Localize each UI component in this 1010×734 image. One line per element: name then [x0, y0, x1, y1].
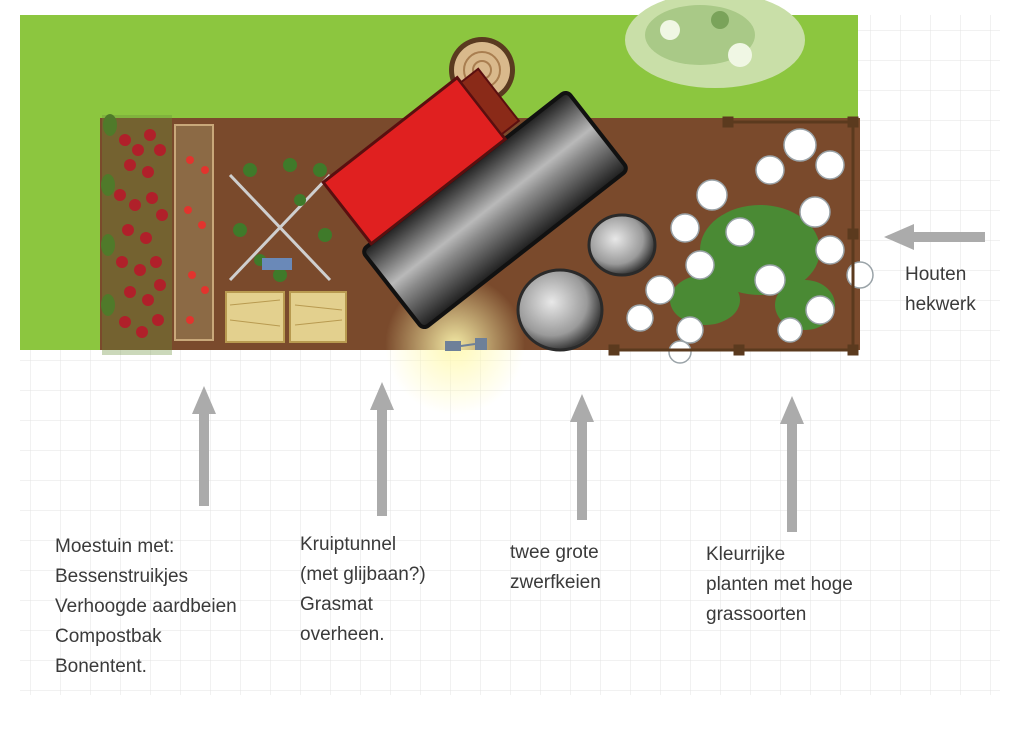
- arrow-up-icon: [192, 386, 216, 506]
- strawberry-boxes: [174, 124, 214, 341]
- label-moestuin: Moestuin met: Bessenstruikjes Verhoogde …: [55, 536, 237, 677]
- arrow-up-icon: [570, 394, 594, 520]
- grass-lawn: [20, 15, 858, 350]
- arrow-up-icon: [780, 396, 804, 532]
- wooden-fence-icon: [608, 116, 859, 356]
- grass-strip-left: [20, 110, 115, 350]
- label-planten: Kleurrijke planten met hoge grassoorten: [706, 544, 853, 625]
- label-zwerfkeien: twee grote zwerfkeien: [510, 542, 601, 593]
- flower-bed: [626, 128, 874, 364]
- bean-tent-icon: [228, 158, 332, 282]
- arrow-up-icon: [370, 382, 394, 516]
- slide-icon: [321, 67, 521, 246]
- compost-bin-icon: [225, 291, 347, 343]
- label-kruiptunnel: Kruiptunnel (met glijbaan?) Grasmat over…: [300, 534, 426, 645]
- arrow-left-icon: [884, 224, 985, 250]
- tree-icon: [625, 0, 805, 88]
- lamp-icon: [445, 338, 487, 351]
- boulder-icon: [516, 213, 657, 352]
- label-hekwerk: Houten hekwerk: [905, 264, 976, 315]
- berry-bushes: [101, 114, 172, 355]
